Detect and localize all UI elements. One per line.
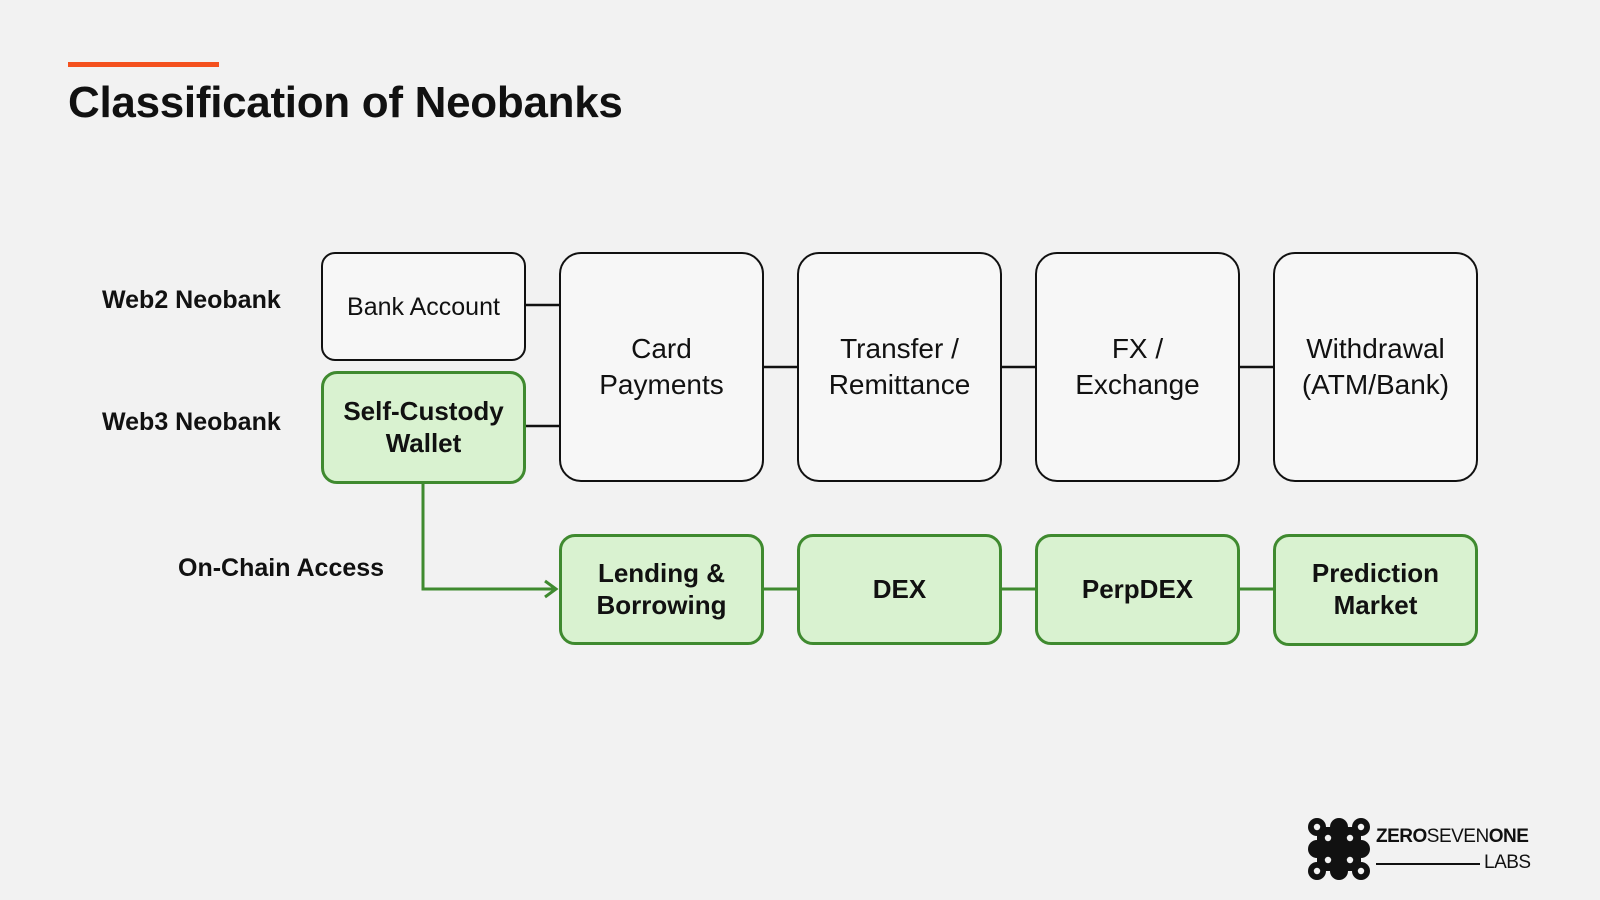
connector-wallet-to-lending bbox=[421, 484, 555, 591]
logo-divider bbox=[1376, 863, 1480, 865]
node-bank-account: Bank Account bbox=[321, 252, 526, 361]
node-dex: DEX bbox=[797, 534, 1002, 645]
logo-wordmark-line1: ZEROSEVENONE bbox=[1376, 826, 1529, 847]
row-label-web2: Web2 Neobank bbox=[102, 286, 281, 314]
node-self-custody-wallet: Self-Custody Wallet bbox=[321, 371, 526, 484]
title-accent-bar bbox=[68, 62, 219, 67]
node-transfer-remittance: Transfer / Remittance bbox=[797, 252, 1002, 482]
node-card-payments: Card Payments bbox=[559, 252, 764, 482]
node-perpdex: PerpDEX bbox=[1035, 534, 1240, 645]
arrowhead-lending bbox=[544, 579, 559, 599]
logo-mark-icon bbox=[1308, 818, 1370, 880]
node-fx-exchange: FX / Exchange bbox=[1035, 252, 1240, 482]
company-logo: ZEROSEVENONE LABS bbox=[1306, 818, 1536, 880]
page-title: Classification of Neobanks bbox=[68, 78, 623, 127]
node-prediction-market: Prediction Market bbox=[1273, 534, 1478, 646]
row-label-onchain: On-Chain Access bbox=[178, 554, 385, 582]
node-lending-borrowing: Lending & Borrowing bbox=[559, 534, 764, 645]
node-withdrawal: Withdrawal (ATM/Bank) bbox=[1273, 252, 1478, 482]
logo-wordmark-line2: LABS bbox=[1484, 852, 1531, 873]
row-label-web3: Web3 Neobank bbox=[102, 408, 281, 436]
